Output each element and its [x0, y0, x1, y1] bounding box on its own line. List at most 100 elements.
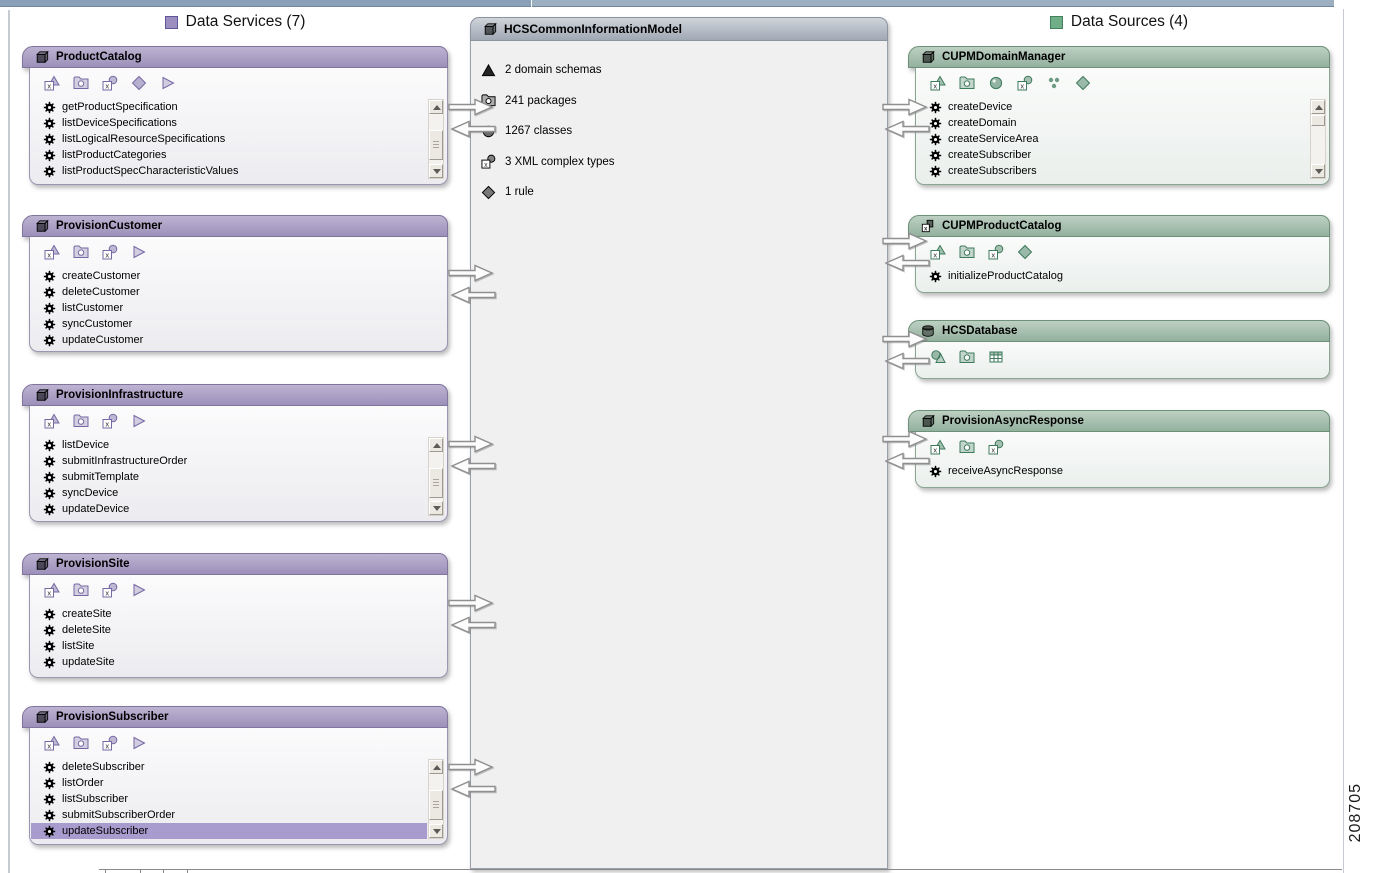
operation-row[interactable]: createDevice: [917, 99, 1309, 115]
xml-complex-type-icon[interactable]: x: [102, 735, 118, 751]
scroll-up-button[interactable]: [429, 438, 443, 452]
xml-complex-type-icon[interactable]: x: [102, 75, 118, 91]
package-icon[interactable]: [73, 413, 89, 429]
package-icon: [481, 93, 496, 108]
package-icon[interactable]: [959, 244, 975, 260]
rule-icon[interactable]: [1075, 75, 1091, 91]
scroll-down-button[interactable]: [429, 164, 443, 178]
xsd-schema-icon[interactable]: x: [930, 244, 946, 260]
operation-row[interactable]: listDeviceSpecifications: [31, 115, 427, 131]
box-header[interactable]: ProvisionInfrastructure: [22, 384, 448, 406]
operation-label: createSubscriber: [948, 149, 1032, 161]
operation-row[interactable]: updateCustomer: [31, 332, 427, 348]
box-header[interactable]: ProvisionSubscriber: [22, 706, 448, 728]
operation-row[interactable]: listDevice: [31, 437, 427, 453]
box-header[interactable]: ProvisionCustomer: [22, 215, 448, 237]
operation-row[interactable]: listProductCategories: [31, 147, 427, 163]
schema-sphere-icon[interactable]: [930, 349, 946, 365]
scrollbar[interactable]: [428, 437, 444, 516]
scrollbar-thumb[interactable]: [429, 130, 443, 160]
class-icon[interactable]: [988, 75, 1004, 91]
box-header[interactable]: HCSCommonInformationModel: [470, 17, 888, 41]
package-icon[interactable]: [959, 439, 975, 455]
xsd-schema-icon[interactable]: x: [44, 413, 60, 429]
scrollbar-thumb[interactable]: [429, 790, 443, 820]
scrollbar-thumb[interactable]: [1311, 115, 1325, 126]
operation-row[interactable]: receiveAsyncResponse: [917, 463, 1309, 479]
operation-row[interactable]: deleteCustomer: [31, 284, 427, 300]
operation-label: updateCustomer: [62, 334, 144, 346]
process-icon[interactable]: [131, 735, 147, 751]
xsd-schema-icon[interactable]: x: [930, 439, 946, 455]
operation-row[interactable]: submitSubscriberOrder: [31, 807, 427, 823]
operation-row[interactable]: deleteSubscriber: [31, 759, 427, 775]
xml-complex-type-icon[interactable]: x: [102, 244, 118, 260]
operation-row[interactable]: syncDevice: [31, 485, 427, 501]
box-header[interactable]: x CUPMProductCatalog: [908, 215, 1330, 237]
process-icon[interactable]: [131, 244, 147, 260]
operation-row[interactable]: updateDevice: [31, 501, 427, 517]
package-icon[interactable]: [73, 75, 89, 91]
xsd-schema-icon[interactable]: x: [44, 244, 60, 260]
scrollbar[interactable]: [428, 759, 444, 839]
operation-row[interactable]: listOrder: [31, 775, 427, 791]
operation-row[interactable]: deleteSite: [31, 622, 427, 638]
operation-row[interactable]: createDomain: [917, 115, 1309, 131]
box-header[interactable]: ProvisionAsyncResponse: [908, 410, 1330, 432]
xml-complex-type-icon[interactable]: x: [102, 582, 118, 598]
operation-row[interactable]: createSubscribers: [917, 163, 1309, 179]
operation-row[interactable]: initializeProductCatalog: [917, 268, 1309, 284]
xml-complex-type-icon[interactable]: x: [988, 439, 1004, 455]
box-header[interactable]: CUPMDomainManager: [908, 46, 1330, 68]
scroll-down-button[interactable]: [429, 501, 443, 515]
operation-row[interactable]: createSubscriber: [917, 147, 1309, 163]
xsd-schema-icon[interactable]: x: [930, 75, 946, 91]
operation-label: submitInfrastructureOrder: [62, 455, 188, 467]
operation-row[interactable]: getProductSpecification: [31, 99, 427, 115]
xml-complex-type-icon[interactable]: x: [1017, 75, 1033, 91]
scroll-up-button[interactable]: [429, 760, 443, 774]
operation-row[interactable]: listLogicalResourceSpecifications: [31, 131, 427, 147]
scroll-up-button[interactable]: [1311, 100, 1325, 114]
operation-row[interactable]: listSubscriber: [31, 791, 427, 807]
box-header[interactable]: ProvisionSite: [22, 553, 448, 575]
xml-complex-type-icon[interactable]: x: [102, 413, 118, 429]
xsd-schema-icon[interactable]: x: [44, 735, 60, 751]
package-icon[interactable]: [959, 75, 975, 91]
process-icon[interactable]: [131, 582, 147, 598]
scroll-down-button[interactable]: [429, 824, 443, 838]
package-icon[interactable]: [73, 735, 89, 751]
operation-row[interactable]: updateSubscriber: [31, 823, 427, 839]
process-icon[interactable]: [160, 75, 176, 91]
operation-row[interactable]: createCustomer: [31, 268, 427, 284]
operation-list: listDevice submitInfrastructureOrder sub…: [31, 437, 427, 517]
operation-row[interactable]: updateSite: [31, 654, 427, 670]
scrollbar[interactable]: [1310, 99, 1326, 179]
scroll-down-button[interactable]: [1311, 164, 1325, 178]
package-icon[interactable]: [73, 582, 89, 598]
operation-row[interactable]: submitTemplate: [31, 469, 427, 485]
xsd-schema-icon[interactable]: x: [44, 582, 60, 598]
process-icon[interactable]: [131, 413, 147, 429]
package-icon[interactable]: [959, 349, 975, 365]
dots-icon[interactable]: [1046, 75, 1062, 91]
table-icon[interactable]: [988, 349, 1004, 365]
scrollbar-thumb[interactable]: [429, 468, 443, 498]
operation-row[interactable]: syncCustomer: [31, 316, 427, 332]
operation-row[interactable]: listCustomer: [31, 300, 427, 316]
xsd-schema-icon[interactable]: x: [44, 75, 60, 91]
xml-complex-type-icon[interactable]: x: [988, 244, 1004, 260]
box-header[interactable]: ProductCatalog: [22, 46, 448, 68]
operation-row[interactable]: listSite: [31, 638, 427, 654]
operation-row[interactable]: listProductSpecCharacteristicValues: [31, 163, 427, 179]
operation-row[interactable]: createServiceArea: [917, 131, 1309, 147]
package-icon[interactable]: [73, 244, 89, 260]
rule-icon[interactable]: [1017, 244, 1033, 260]
rule-icon[interactable]: [131, 75, 147, 91]
scrollbar[interactable]: [428, 99, 444, 179]
operation-row[interactable]: createSite: [31, 606, 427, 622]
scroll-up-button[interactable]: [429, 100, 443, 114]
box-header[interactable]: HCSDatabase: [908, 320, 1330, 342]
operation-row[interactable]: submitInfrastructureOrder: [31, 453, 427, 469]
